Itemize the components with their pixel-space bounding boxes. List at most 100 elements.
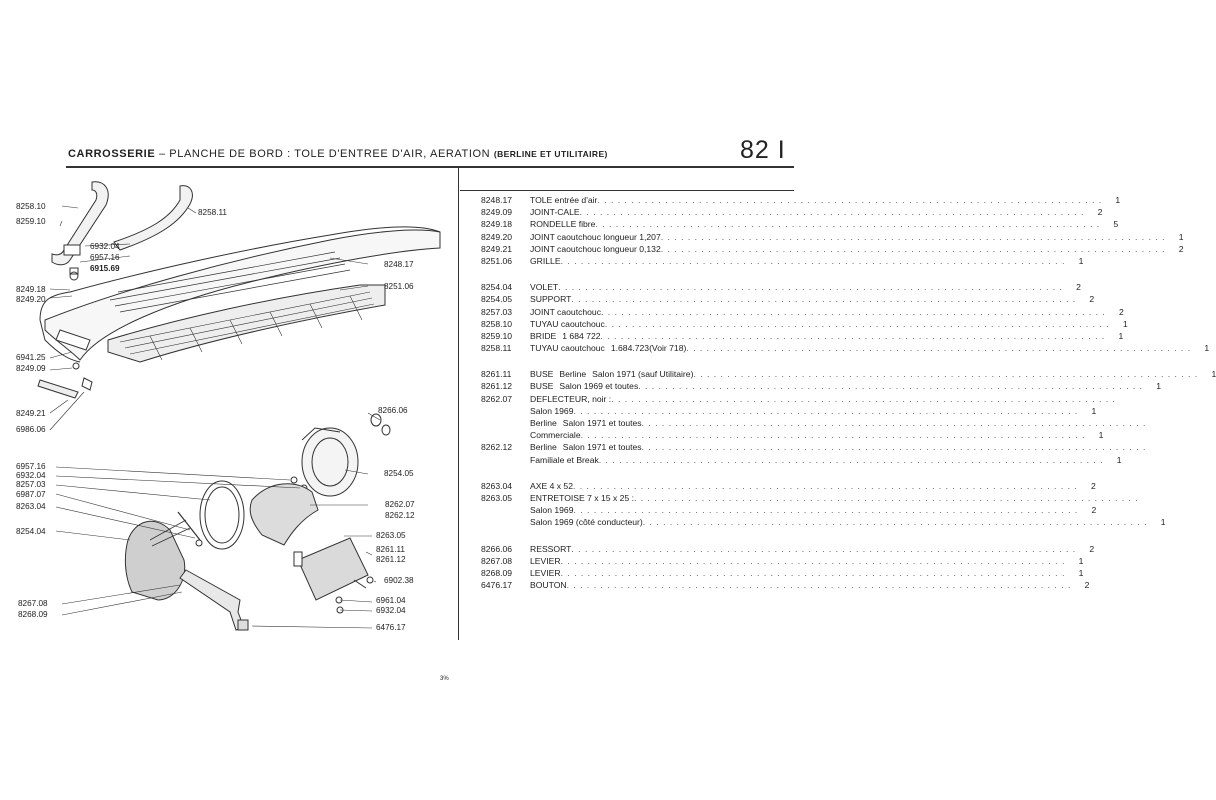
part-description: BUSE	[530, 381, 554, 392]
part-description: JOINT caoutchouc longueur 0,132	[530, 243, 661, 254]
part-note: Salon 1969 et toutes	[559, 381, 639, 392]
column-divider	[458, 168, 460, 640]
dot-leader	[574, 405, 1079, 417]
diagram-label: 8257.03	[16, 480, 46, 489]
deflector-drawing	[249, 483, 319, 546]
part-row: 8268.09 LEVIER 1	[481, 567, 1083, 579]
part-description: DEFLECTEUR, noir :	[530, 393, 612, 404]
page-header: CARROSSERIE – PLANCHE DE BORD : TOLE D'E…	[68, 148, 608, 160]
part-quantity: 2	[1178, 243, 1184, 254]
dot-leader	[558, 281, 1063, 293]
part-quantity: 1	[1118, 330, 1124, 341]
part-description: Berline	[530, 418, 557, 428]
part-code: 8268.09	[481, 567, 513, 578]
part-note: Berline	[559, 369, 587, 380]
part-quantity: 5	[1113, 219, 1119, 230]
part-code: 8258.10	[481, 318, 513, 329]
dot-leader	[686, 342, 1191, 354]
diagram-label: 8267.08	[18, 599, 48, 608]
hose-8258-10-drawing	[51, 181, 109, 266]
part-description: Salon 1969	[530, 505, 574, 516]
part-note: Salon 1971 et toutes	[562, 442, 642, 453]
part-code: 8261.11	[481, 369, 512, 380]
part-description: AXE 4 x 52	[530, 480, 573, 491]
diagram-label: 6932.04	[90, 242, 120, 251]
part-code: 8249.21	[481, 243, 513, 254]
part-description: Salon 1969 (côté conducteur)	[530, 517, 643, 528]
part-description: JOINT-CALE	[530, 207, 580, 218]
part-quantity: 2	[1089, 543, 1095, 554]
dot-leader	[661, 231, 1166, 243]
part-quantity: 1	[1204, 343, 1210, 354]
dot-leader	[571, 543, 1076, 555]
dot-leader	[597, 194, 1102, 206]
dot-leader	[561, 555, 1066, 567]
diagram-label: 8251.06	[384, 282, 414, 291]
dot-leader	[638, 380, 1143, 392]
part-description: LEVIER	[530, 567, 561, 578]
part-code: 8251.06	[481, 255, 513, 266]
part-row: 8251.06GRILLE1	[481, 255, 1083, 267]
part-quantity: 1	[1078, 567, 1084, 578]
part-quantity: 1	[1116, 454, 1122, 465]
dot-leader	[601, 330, 1106, 342]
part-quantity: 1	[1178, 231, 1184, 242]
header-rule	[66, 166, 794, 168]
part-description: Commerciale	[530, 430, 581, 441]
part-quantity: 2	[1076, 282, 1081, 293]
part-code: 8254.04	[481, 282, 513, 293]
part-code: 8263.04	[481, 480, 513, 491]
part-description: BRIDE	[530, 330, 557, 341]
part-code: 8254.05	[481, 294, 513, 305]
footer-mark: 3%	[440, 676, 449, 682]
dot-leader	[642, 441, 1147, 453]
part-row: Familiale et Break 1	[481, 454, 1122, 466]
part-quantity: 1	[1091, 405, 1097, 416]
part-description: BOUTON	[530, 580, 567, 591]
part-description: Familiale et Break	[530, 454, 599, 465]
part-description: Berline	[530, 442, 557, 453]
list-spacer	[481, 466, 793, 480]
diagram-label: 6961.04	[376, 596, 406, 605]
dot-leader	[561, 255, 1066, 267]
dot-leader	[601, 306, 1106, 318]
part-quantity: 2	[1097, 207, 1103, 218]
part-row: 8254.04VOLET2	[481, 281, 1081, 293]
diagram-label: 8266.06	[378, 406, 408, 415]
part-row: 8267.08LEVIER1	[481, 555, 1083, 567]
dot-leader	[611, 393, 1116, 405]
diagram-label: 8262.07	[385, 500, 415, 509]
part-note: 1.684.723(Voir 718)	[610, 343, 687, 354]
part-code: 8259.10	[481, 330, 513, 341]
part-note: Salon 1971 (sauf Utilitaire)	[592, 369, 694, 380]
exploded-diagram	[37, 181, 441, 631]
part-quantity: 1	[1211, 369, 1216, 380]
flap-8254-04-drawing	[124, 511, 203, 601]
part-row: Commerciale1	[481, 429, 1103, 441]
diagram-label: 8254.04	[16, 527, 46, 536]
part-quantity: 2	[1119, 306, 1124, 317]
part-quantity: 1	[1115, 195, 1121, 205]
diagram-label: 6957.16	[90, 253, 120, 262]
part-description: TUYAU caoutchouc	[530, 318, 605, 329]
part-note: 1 684 722	[562, 330, 601, 341]
part-code: 8267.08	[481, 555, 513, 566]
list-spacer	[481, 529, 793, 543]
part-row: 8249.21 JOINT caoutchouc longueur 0,132 2	[481, 243, 1184, 255]
part-row: 8259.10 BRIDE 1 684 722 1	[481, 330, 1123, 342]
grille-8251-06-drawing	[107, 284, 386, 363]
support-8254-05-drawing	[301, 427, 359, 497]
part-code: 8257.03	[481, 306, 513, 317]
dot-leader	[567, 579, 1072, 591]
diagram-label: 8262.12	[385, 511, 415, 520]
dot-leader	[605, 318, 1110, 330]
